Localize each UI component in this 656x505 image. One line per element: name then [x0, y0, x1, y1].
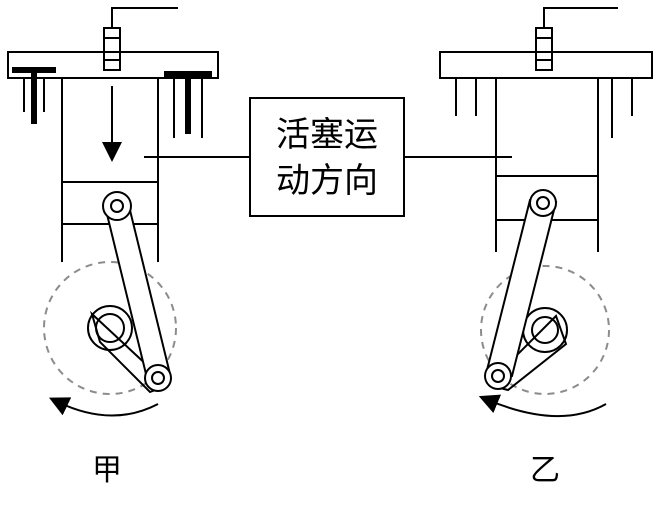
crank-path-circle — [43, 261, 177, 395]
intake-valve-closed — [455, 78, 477, 116]
spark-plug — [103, 7, 178, 71]
cylinder-head — [7, 51, 219, 79]
rotation-arrow — [478, 394, 607, 417]
intake-valve-open — [12, 67, 56, 124]
label-line-2: 动方向 — [276, 161, 378, 201]
label-line-1: 活塞运 — [276, 115, 378, 155]
engine-jia — [7, 7, 219, 417]
cylinder-head — [439, 51, 653, 79]
spark-plug — [535, 7, 618, 71]
engine-yi — [439, 7, 653, 417]
exhaust-valve-closed — [164, 71, 212, 134]
connecting-rod — [484, 189, 558, 390]
engine-label-yi: 乙 — [530, 453, 560, 488]
engine-label-jia: 甲 — [92, 453, 122, 488]
rotation-arrow — [48, 397, 159, 417]
crank-path-circle — [480, 265, 610, 395]
label-box: 活塞运 动方向 — [249, 97, 405, 217]
exhaust-valve-closed — [611, 78, 633, 138]
connecting-rod — [102, 191, 172, 392]
